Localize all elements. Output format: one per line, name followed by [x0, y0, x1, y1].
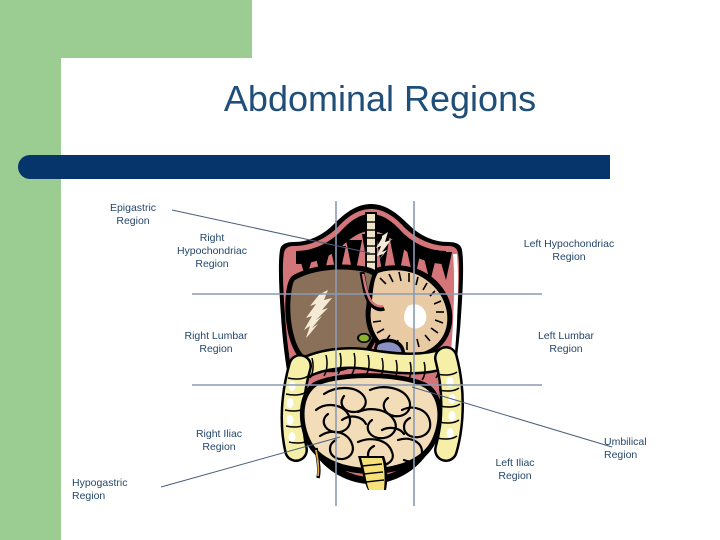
label-left-lumbar-region: Left Lumbar Region: [537, 330, 595, 355]
label-right-lumbar-region: Right Lumbar Region: [184, 330, 248, 355]
label-right-iliac-region: Right Iliac Region: [195, 428, 243, 453]
label-epigastric-region: Epigastric Region: [109, 202, 157, 227]
green-left-column: [0, 0, 61, 540]
stomach-highlight: [404, 304, 427, 329]
green-top-band: [0, 0, 252, 58]
label-left-hypochondriac-region: Left Hypochondriac Region: [523, 238, 615, 263]
page-title: Abdominal Regions: [223, 78, 537, 119]
abdominal-anatomy-illustration: [258, 198, 484, 490]
ascending-colon-highlights: [286, 381, 296, 442]
transverse-colon: [295, 349, 455, 377]
upper-highlight-squiggle: [376, 232, 391, 260]
gallbladder: [359, 334, 369, 342]
esophagus: [361, 273, 384, 308]
rectum-ridges: [361, 463, 385, 483]
label-left-iliac-region: Left Iliac Region: [495, 457, 535, 482]
label-hypogastric-region: Hypogastric Region: [72, 477, 128, 502]
title-underline-bar: [18, 155, 610, 179]
sternum: [367, 214, 375, 272]
stomach-rugae: [372, 271, 444, 350]
label-right-hypochondriac-region: Right Hypochondriac Region: [176, 232, 248, 270]
label-umbilical-region: Umbilical Region: [604, 436, 647, 461]
liver-highlights: [304, 290, 332, 338]
